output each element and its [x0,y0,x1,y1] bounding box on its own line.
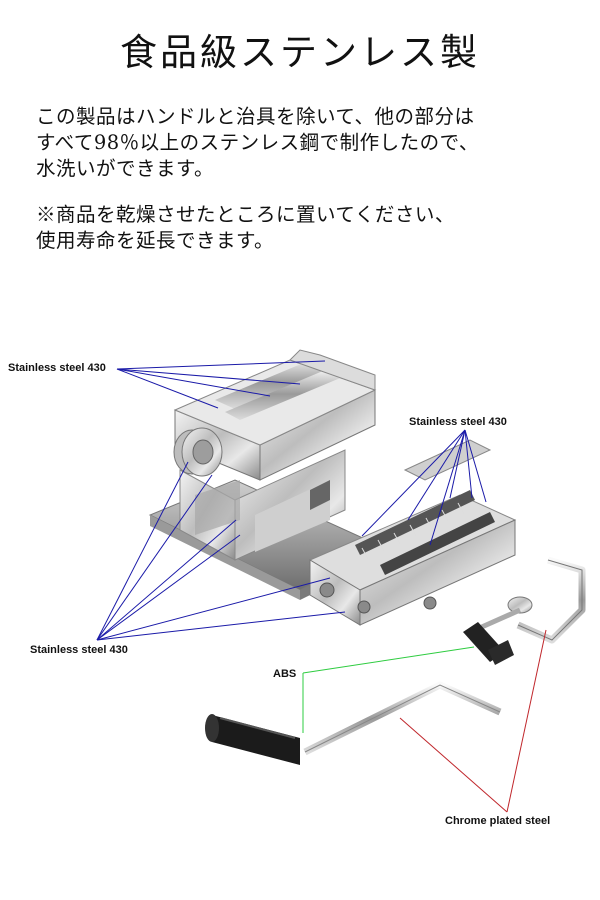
label-stainless-bottom-left: Stainless steel 430 [30,644,128,656]
leader-lines-stainless-bottom-left [96,461,346,641]
label-stainless-right: Stainless steel 430 [409,416,507,428]
description-line: 水洗いができます。 [36,157,215,180]
leader-lines-abs [302,646,475,733]
care-note-line: 使用寿命を延長できます。 [36,229,275,252]
care-note-line: ※商品を乾燥させたところに置いてください、 [36,203,455,226]
crank-handle [205,681,502,765]
care-note-paragraph: ※商品を乾燥させたところに置いてください、 使用寿命を延長できます。 [36,202,576,254]
label-abs: ABS [273,668,297,680]
page-title: 食品級ステンレス製 [120,31,480,74]
pasta-machine [148,349,387,600]
cutter-attachment [308,439,517,626]
leader-lines-stainless-top-left [116,360,326,409]
leader-lines-stainless-right [361,429,487,546]
description-line: すべて98％以上のステンレス鋼で制作したので、 [36,131,479,154]
description-paragraph: この製品はハンドルと治具を除いて、他の部分は すべて98％以上のステンレス鋼で制… [36,104,576,182]
table-clamp [463,556,586,665]
label-stainless-top-left: Stainless steel 430 [8,362,106,374]
description-line: この製品はハンドルと治具を除いて、他の部分は [36,105,475,128]
label-chrome-plated-steel: Chrome plated steel [445,815,551,827]
leader-lines-chrome [399,629,547,813]
